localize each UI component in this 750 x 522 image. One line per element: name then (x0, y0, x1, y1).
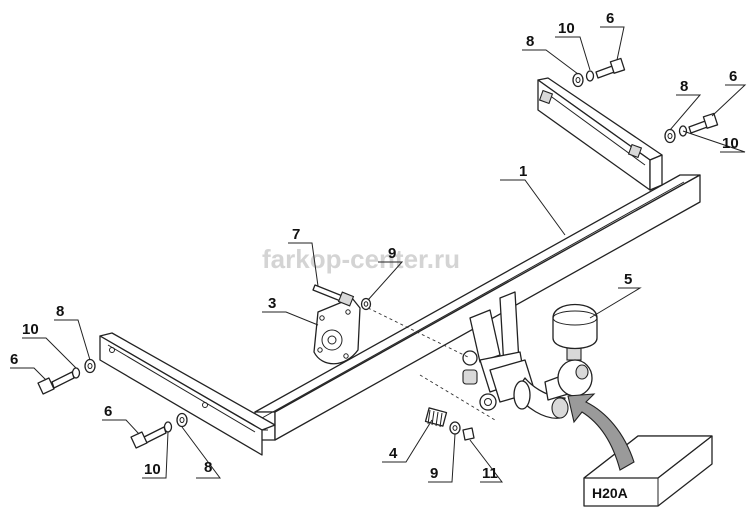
bottom-hardware (424, 407, 475, 441)
bolt-set-left-bottom (130, 412, 188, 449)
bolt-set-right-mid (664, 112, 719, 144)
tow-ball (552, 304, 598, 397)
left-side-bracket (99, 332, 276, 456)
socket-bracket (313, 297, 361, 365)
nut-11 (462, 427, 475, 441)
callout-6-right-mid: 6 (729, 68, 737, 85)
callout-6-left-top: 6 (10, 351, 18, 368)
callout-8-left-top: 8 (56, 303, 64, 320)
spring-bolt (424, 407, 448, 428)
hitch-mount (462, 291, 576, 419)
callout-3: 3 (268, 295, 276, 312)
callout-labels: 1 3 4 5 6 6 6 6 7 8 8 8 8 9 9 10 10 10 1… (10, 10, 739, 482)
leader-lines (10, 26, 747, 483)
callout-10-right-mid: 10 (722, 135, 739, 152)
box-label: H20A (592, 485, 628, 501)
connector-box: H20A (583, 435, 713, 507)
callout-8-right-mid: 8 (680, 78, 688, 95)
callout-8-right-top: 8 (526, 33, 534, 50)
callout-6-right-top: 6 (606, 10, 614, 27)
callout-10-left-bottom: 10 (144, 461, 161, 478)
callout-6-left-bottom: 6 (104, 403, 112, 420)
callout-9-bottom: 9 (430, 465, 438, 482)
callout-8-left-bottom: 8 (204, 459, 212, 476)
callout-10-left-top: 10 (22, 321, 39, 338)
watermark: farkop-center.ru (262, 244, 460, 274)
callout-11: 11 (482, 465, 498, 482)
callout-1: 1 (519, 163, 527, 180)
callout-4: 4 (389, 445, 398, 462)
callout-5: 5 (624, 271, 632, 288)
callout-10-right-top: 10 (558, 20, 575, 37)
cross-beam (254, 174, 701, 441)
washer-9 (449, 421, 461, 435)
bolt-set-left-top (37, 358, 96, 395)
curved-arrow (567, 393, 635, 471)
callout-7: 7 (292, 226, 300, 243)
right-side-bracket (537, 77, 663, 191)
bolt-set-right-top (572, 57, 626, 88)
socket-bolt (312, 284, 372, 311)
callout-9-top: 9 (388, 245, 396, 262)
